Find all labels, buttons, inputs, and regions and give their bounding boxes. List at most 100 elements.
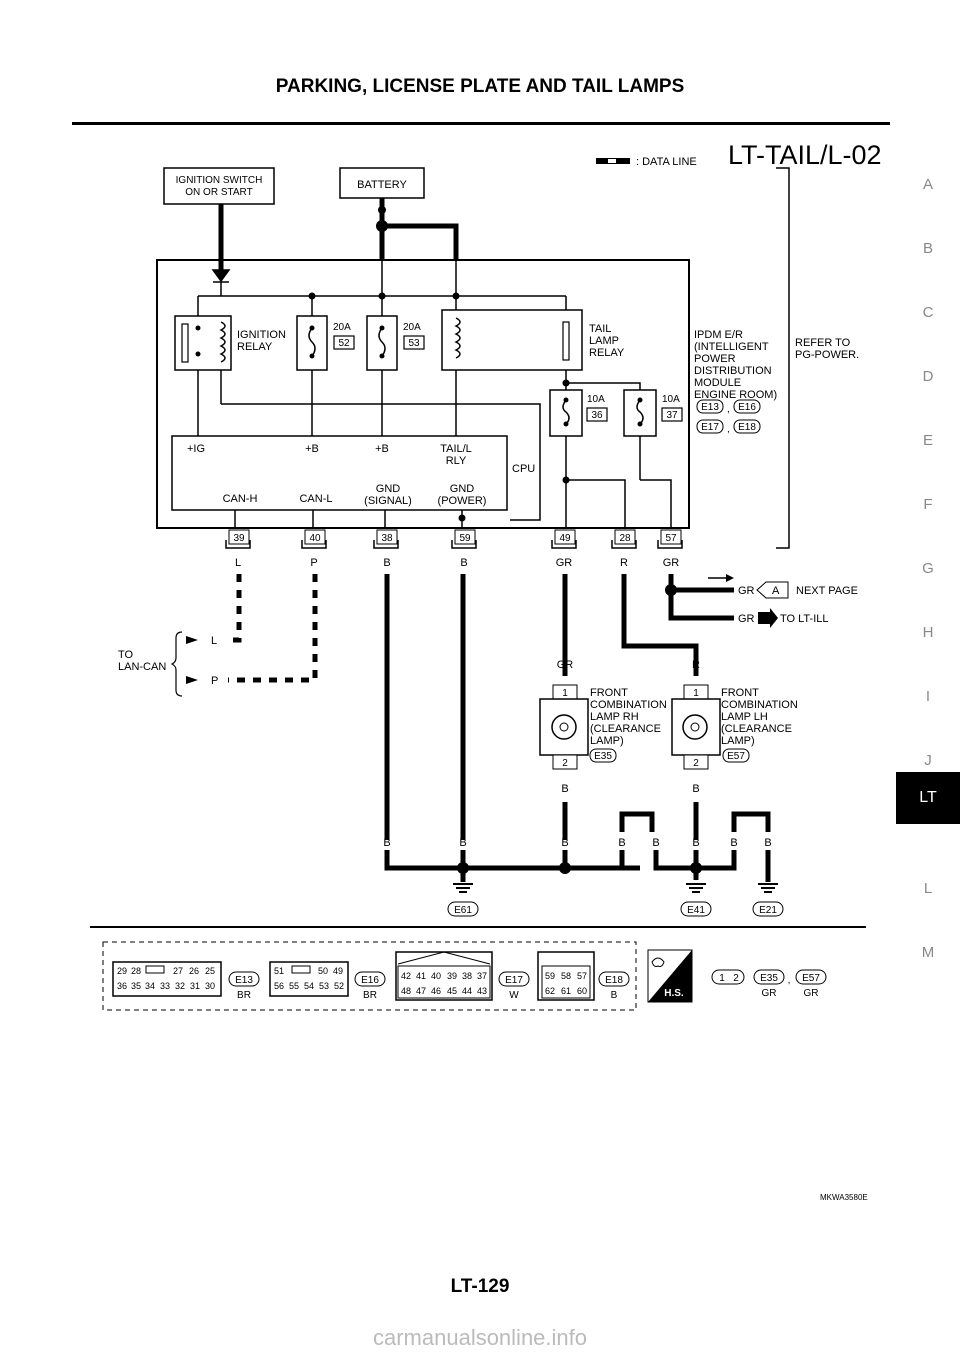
junction-dots bbox=[308, 292, 570, 522]
svg-text:TO: TO bbox=[118, 649, 134, 661]
lamp-lh: R 1 2 B FRONT COMBINATION LAMP LH (CLEAR… bbox=[671, 659, 798, 795]
battery-label: BATTERY bbox=[357, 179, 407, 191]
svg-text:GND: GND bbox=[450, 483, 475, 495]
diagram-id: LT-TAIL/L-02 bbox=[728, 140, 882, 170]
tab-g[interactable]: G bbox=[922, 560, 934, 577]
svg-text:IPDM E/R: IPDM E/R bbox=[694, 329, 743, 341]
fuse-52-num: 52 bbox=[338, 338, 350, 349]
svg-text:50: 50 bbox=[318, 966, 328, 976]
svg-text:B: B bbox=[561, 837, 568, 849]
svg-text:B: B bbox=[618, 837, 625, 849]
tab-a[interactable]: A bbox=[922, 176, 933, 193]
svg-text:(POWER): (POWER) bbox=[438, 495, 487, 507]
svg-text:BR: BR bbox=[237, 990, 251, 1001]
tab-f[interactable]: F bbox=[923, 496, 933, 513]
svg-text:B: B bbox=[611, 990, 618, 1001]
lan-can-label: TO LAN-CAN L P bbox=[118, 631, 218, 697]
svg-text:E16: E16 bbox=[361, 975, 379, 986]
tab-h[interactable]: H bbox=[922, 624, 934, 641]
svg-text:COMBINATION: COMBINATION bbox=[721, 699, 798, 711]
connector-e17: 42 41 40 39 38 37 48 47 46 45 44 43 E17 … bbox=[395, 951, 530, 1001]
wiring-diagram: : DATA LINE IGNITION SWITCH ON OR START … bbox=[90, 156, 866, 1011]
svg-text:DISTRIBUTION: DISTRIBUTION bbox=[694, 365, 772, 377]
svg-text:E16: E16 bbox=[738, 402, 756, 413]
pin-28: 28 bbox=[611, 529, 637, 549]
svg-text:E18: E18 bbox=[738, 422, 756, 433]
tab-e[interactable]: E bbox=[922, 432, 933, 449]
ground-wire-labels: B B B B B B B B bbox=[383, 837, 771, 849]
svg-text:E13: E13 bbox=[235, 975, 253, 986]
svg-text:37: 37 bbox=[477, 971, 487, 981]
tab-c[interactable]: C bbox=[922, 304, 934, 321]
tab-m[interactable]: M bbox=[921, 944, 935, 961]
svg-text:2: 2 bbox=[693, 758, 699, 769]
svg-text:E17: E17 bbox=[505, 975, 523, 986]
svg-text:30: 30 bbox=[205, 981, 215, 991]
tab-i[interactable]: I bbox=[925, 688, 931, 705]
tail-relay-line-3: RELAY bbox=[589, 347, 625, 359]
svg-text:P: P bbox=[211, 675, 218, 687]
svg-text:(CLEARANCE: (CLEARANCE bbox=[721, 723, 792, 735]
ground-junctions bbox=[457, 584, 702, 874]
tab-b[interactable]: B bbox=[922, 240, 933, 257]
svg-text:39: 39 bbox=[447, 971, 457, 981]
svg-text:38: 38 bbox=[381, 533, 393, 544]
svg-text:TO LT-ILL: TO LT-ILL bbox=[780, 613, 829, 625]
svg-text:B: B bbox=[652, 837, 659, 849]
connector-e18: 59 58 57 62 61 60 E18 B bbox=[537, 951, 630, 1001]
svg-text:B: B bbox=[764, 837, 771, 849]
ipdm-connector-ids: E13 , E16 E17 , E18 bbox=[696, 399, 761, 435]
reference-code: MKWA3580E bbox=[820, 1193, 868, 1202]
refer-bracket: REFER TO PG-POWER. bbox=[776, 167, 859, 549]
svg-text:LAMP): LAMP) bbox=[590, 735, 624, 747]
svg-text:LAMP LH: LAMP LH bbox=[721, 711, 768, 723]
watermark: carmanualsonline.info bbox=[372, 1325, 588, 1350]
svg-text:29: 29 bbox=[117, 966, 127, 976]
svg-text:E57: E57 bbox=[802, 973, 820, 984]
legend-text: : DATA LINE bbox=[636, 156, 697, 168]
svg-text:RLY: RLY bbox=[446, 455, 467, 467]
connector-e13: 29 28 27 26 25 36 35 34 33 32 31 30 E13 … bbox=[112, 961, 260, 1001]
svg-text:B: B bbox=[730, 837, 737, 849]
svg-text:E17: E17 bbox=[701, 422, 719, 433]
svg-text:(INTELLIGENT: (INTELLIGENT bbox=[694, 341, 769, 353]
svg-text:L: L bbox=[235, 557, 241, 569]
svg-text:LAMP): LAMP) bbox=[721, 735, 755, 747]
svg-text:35: 35 bbox=[131, 981, 141, 991]
svg-text:GR: GR bbox=[738, 585, 755, 597]
svg-text:ENGINE ROOM): ENGINE ROOM) bbox=[694, 389, 777, 401]
tab-l[interactable]: L bbox=[923, 880, 933, 897]
svg-text:40: 40 bbox=[431, 971, 441, 981]
tab-lt-active[interactable]: LT bbox=[896, 772, 960, 824]
svg-text:A: A bbox=[772, 585, 780, 597]
fuse-36-amp: 10A bbox=[587, 394, 605, 405]
fuse-36-num: 36 bbox=[591, 410, 603, 421]
svg-text:GR: GR bbox=[663, 557, 680, 569]
svg-text:B: B bbox=[692, 783, 699, 795]
svg-text:62: 62 bbox=[545, 986, 555, 996]
next-page-ref: GR A NEXT PAGE bbox=[671, 574, 858, 599]
svg-text:(CLEARANCE: (CLEARANCE bbox=[590, 723, 661, 735]
fuse-52-amp: 20A bbox=[333, 322, 351, 333]
pin-wire-colors: L P B B GR R GR bbox=[235, 557, 679, 569]
ground-symbols bbox=[453, 883, 778, 893]
pin-59: 59 bbox=[451, 529, 477, 549]
tab-d[interactable]: D bbox=[922, 368, 934, 385]
tab-j[interactable]: J bbox=[924, 752, 932, 769]
svg-text:48: 48 bbox=[401, 986, 411, 996]
svg-text:25: 25 bbox=[205, 966, 215, 976]
svg-text:POWER: POWER bbox=[694, 353, 736, 365]
connector-panel bbox=[102, 941, 637, 1011]
svg-text:L: L bbox=[211, 635, 217, 647]
fuse-37-num: 37 bbox=[666, 410, 678, 421]
svg-text:GND: GND bbox=[376, 483, 401, 495]
svg-text:59: 59 bbox=[459, 533, 471, 544]
svg-text:42: 42 bbox=[401, 971, 411, 981]
ground-ids: E61 E41 E21 bbox=[447, 901, 784, 917]
svg-text:32: 32 bbox=[175, 981, 185, 991]
svg-text:60: 60 bbox=[577, 986, 587, 996]
svg-text:1: 1 bbox=[693, 688, 699, 699]
svg-text:1: 1 bbox=[562, 688, 568, 699]
svg-text:47: 47 bbox=[416, 986, 426, 996]
svg-text:MODULE: MODULE bbox=[694, 377, 741, 389]
